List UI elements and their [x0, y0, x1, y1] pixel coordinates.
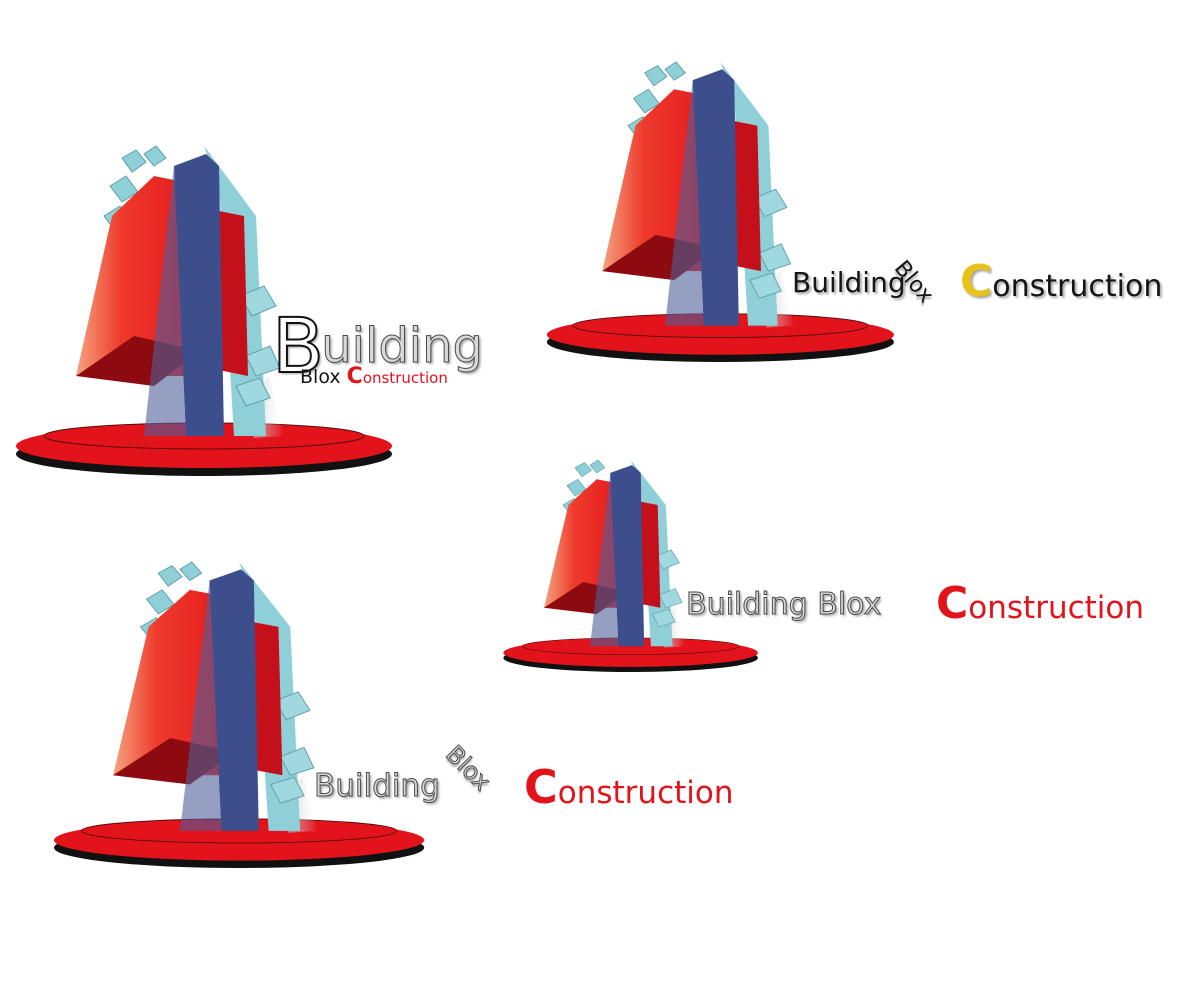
- logo-subline: Blox Construction: [300, 364, 448, 389]
- construction-word-group: Construction: [524, 760, 734, 814]
- logo-wordmark: B uilding: [271, 307, 491, 385]
- building-initial: B: [271, 301, 325, 390]
- blox-word: Blox: [440, 739, 497, 797]
- building-blox-words: Building Blox: [685, 587, 882, 623]
- construction-initial: C: [346, 364, 363, 389]
- construction-word: onstruction: [557, 775, 734, 811]
- building-emblem-icon: [503, 459, 759, 673]
- building-emblem-icon: [546, 61, 895, 363]
- building-word: Building: [314, 768, 441, 805]
- construction-word: onstruction: [362, 369, 448, 387]
- construction-word-group: Construction: [960, 256, 1162, 307]
- construction-word-group: Construction: [936, 578, 1144, 629]
- construction-initial: C: [524, 760, 558, 814]
- building-word: Building: [792, 266, 906, 299]
- construction-initial: C: [960, 256, 993, 307]
- construction-word: onstruction: [968, 590, 1145, 626]
- blox-word: Blox: [300, 366, 341, 388]
- construction-word: onstruction: [992, 269, 1163, 304]
- building-emblem-icon: [53, 561, 425, 869]
- construction-initial: C: [936, 578, 969, 629]
- building-word: uilding: [321, 318, 484, 375]
- building-emblem-icon: [15, 145, 393, 477]
